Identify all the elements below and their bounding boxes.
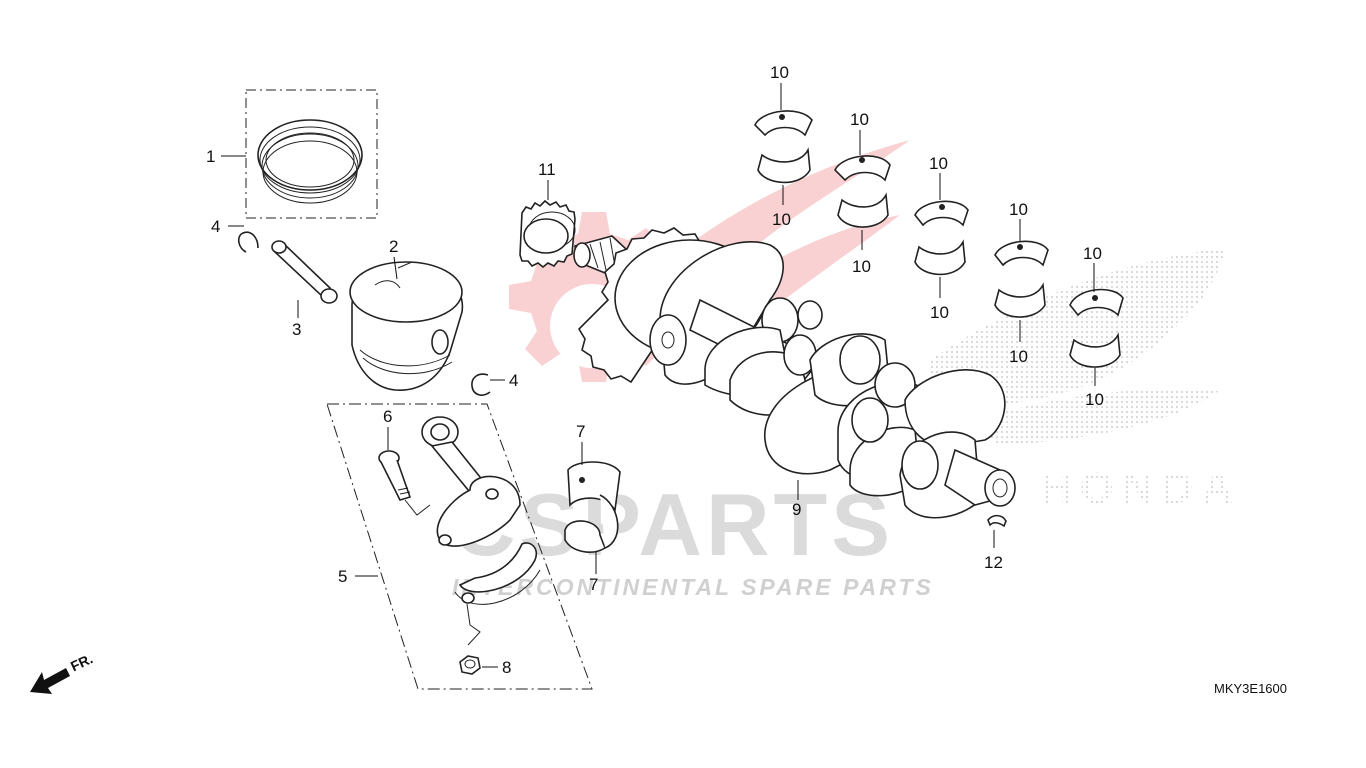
callout-9: 9 xyxy=(792,500,801,519)
piston-pin-clip-lower xyxy=(471,373,491,396)
callout-6: 6 xyxy=(383,407,392,426)
rod-bearing-upper xyxy=(567,461,621,513)
front-direction-label: FR. xyxy=(68,650,95,674)
crank-key xyxy=(987,514,1007,528)
main-bearing-pair-1 xyxy=(754,110,813,184)
rod-nut xyxy=(459,655,481,675)
connecting-rod-set-box xyxy=(326,403,593,690)
callout-10-d: 10 xyxy=(852,257,871,276)
piston-pin xyxy=(271,240,338,304)
main-bearing-pair-4 xyxy=(994,240,1049,318)
piston xyxy=(349,261,464,391)
callout-4-upper: 4 xyxy=(211,217,220,236)
crankshaft xyxy=(573,227,1016,519)
callout-1: 1 xyxy=(206,147,215,166)
main-bearing-pair-2 xyxy=(834,155,891,228)
callout-5: 5 xyxy=(338,567,347,586)
callout-10-c: 10 xyxy=(850,110,869,129)
main-bearing-pair-5 xyxy=(1069,288,1124,368)
rod-bearing-lower xyxy=(564,494,619,553)
callout-10-a: 10 xyxy=(770,63,789,82)
callout-3: 3 xyxy=(292,320,301,339)
callout-10-h: 10 xyxy=(1009,347,1028,366)
watermark-logo: HONDA CSPARTS INTERCONTINENTAL SPARE PAR… xyxy=(452,140,1241,600)
honda-watermark-text: HONDA xyxy=(1040,464,1241,513)
callout-10-g: 10 xyxy=(1009,200,1028,219)
rod-bolt xyxy=(378,450,431,516)
callout-10-b: 10 xyxy=(772,210,791,229)
callout-11: 11 xyxy=(538,160,556,179)
callout-10-j: 10 xyxy=(1085,390,1104,409)
callout-12: 12 xyxy=(984,553,1003,572)
callout-2: 2 xyxy=(389,237,398,256)
callout-labels: 1 2 3 4 4 5 6 7 7 8 9 11 12 10 10 10 10 … xyxy=(206,63,1104,677)
callout-10-i: 10 xyxy=(1083,244,1102,263)
leader-lines xyxy=(221,83,1096,668)
wing-watermark xyxy=(930,248,1225,405)
callout-7-upper: 7 xyxy=(576,422,585,441)
piston-pin-clip-upper xyxy=(237,231,259,253)
tagline-watermark-text: INTERCONTINENTAL SPARE PARTS xyxy=(452,574,934,600)
crank-gear xyxy=(519,199,576,269)
main-bearing-pair-3 xyxy=(914,200,969,276)
callout-10-f: 10 xyxy=(930,303,949,322)
callout-8: 8 xyxy=(502,658,511,677)
connecting-rod xyxy=(421,416,541,646)
callout-4-lower: 4 xyxy=(509,371,518,390)
diagram-code: MKY3E1600 xyxy=(1214,681,1287,696)
front-direction-arrow-icon: FR. xyxy=(30,650,95,694)
callout-10-e: 10 xyxy=(929,154,948,173)
callout-7-lower: 7 xyxy=(589,575,598,594)
piston-ring-set xyxy=(245,89,378,219)
